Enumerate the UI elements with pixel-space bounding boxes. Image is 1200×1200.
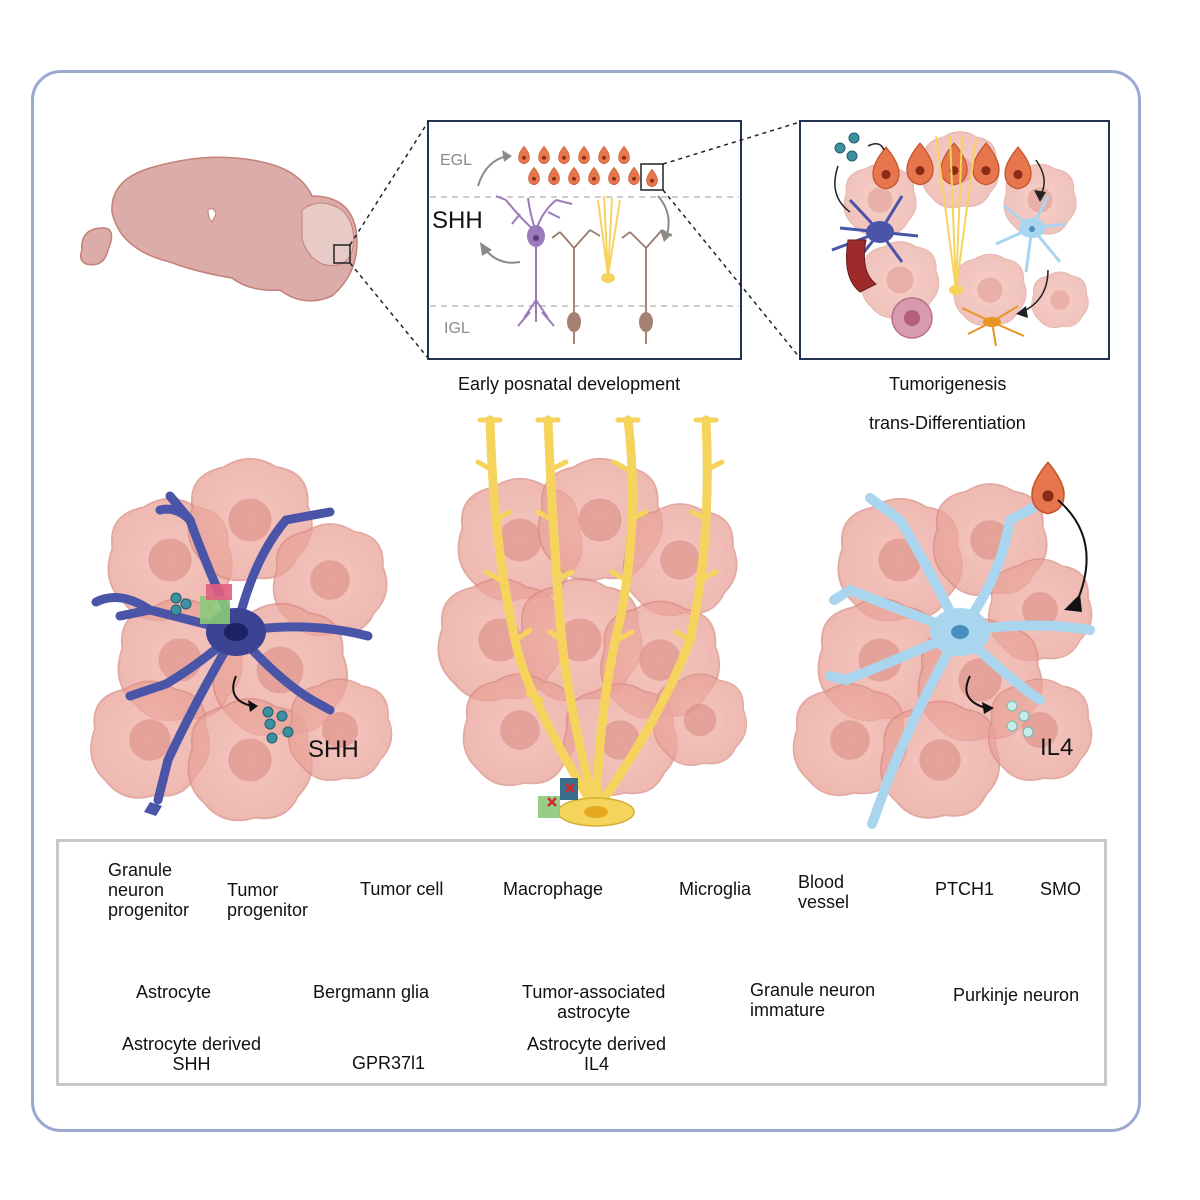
legend-microglia: Microglia [679, 879, 752, 899]
egl-label: EGL [440, 152, 473, 169]
legend-smo: SMO [1040, 879, 1082, 899]
legend-purkinje-neuron: Purkinje neuron [953, 985, 1080, 1005]
early-development-caption: Early posnatal development [458, 374, 681, 394]
legend-tumor-cell: Tumor cell [360, 879, 444, 899]
tumor-associated-astrocyte-inset [995, 195, 1067, 273]
legend-gpr37l1: GPR37l1 [352, 1053, 426, 1073]
shh-label-inset: SHH [432, 207, 483, 234]
legend-astrocyte: Astrocyte [136, 982, 212, 1002]
astrocyte-inset [831, 195, 919, 263]
legend-macrophage: Macrophage [503, 879, 604, 899]
legend-bergmann-glia: Bergmann glia [313, 982, 430, 1002]
panel-trans-differentiation [792, 461, 1095, 829]
panel-astrocyte-shh [90, 457, 393, 822]
blood-vessel-inset [846, 239, 877, 293]
panel-bergmann-glia [437, 415, 748, 827]
inset-tumorigenesis [799, 120, 1110, 360]
trans-differentiation-caption: trans-Differentiation [869, 413, 1026, 433]
purkinje-neuron-inset [495, 195, 573, 327]
ptch1-smo-receptors [200, 584, 232, 624]
igl-label: IGL [444, 320, 470, 337]
il4-label-panel: IL4 [1040, 734, 1074, 761]
legend-box [56, 839, 1107, 1086]
tumorigenesis-caption: Tumorigenesis [889, 374, 1007, 394]
bergmann-glia-inset [597, 195, 621, 283]
granule-neuron-inset [551, 229, 673, 344]
brain-sagittal-illustration [79, 121, 429, 359]
legend-ptch1: PTCH1 [935, 879, 995, 899]
macrophage-inset [891, 297, 933, 339]
microglia-inset [961, 305, 1025, 347]
shh-label-panel: SHH [308, 736, 359, 763]
inset-early-development [427, 120, 801, 360]
